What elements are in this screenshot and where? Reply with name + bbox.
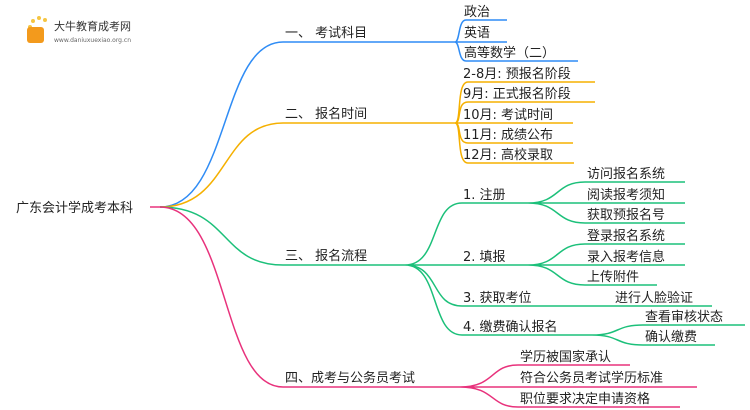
root-node: 广东会计学成考本科 [16,200,133,216]
branch-2-children-lines [454,81,595,164]
leaf: 阅读报考须知 [587,187,665,203]
branch-1-children-lines [454,19,578,62]
leaf: 2-8月: 预报名阶段 [463,66,571,82]
branch-2-line [159,122,455,208]
step-payment: 4. 缴费确认报名 [463,319,558,335]
leaf: 12月: 高校录取 [463,147,553,163]
fill-children-lines [527,243,685,286]
branch-3-children-lines [404,202,592,336]
leaf: 查看审核状态 [645,309,723,325]
branch-4-line [159,206,460,388]
leaf: 高等数学（二） [464,45,555,61]
leaf: 获取预报名号 [587,207,665,223]
step-register: 1. 注册 [463,188,506,203]
branch-registration-time: 二、 报名时间 [285,106,367,122]
leaf: 学历被国家承认 [520,349,611,365]
branch-exam-subjects: 一、 考试科目 [285,26,367,41]
leaf: 11月: 成绩公布 [463,128,553,143]
leaf: 进行人脸验证 [615,290,693,306]
leaf: 登录报名系统 [587,228,665,244]
logo: 大牛教育成考网 www.daniuxuexiao.org.cn [27,16,131,44]
book-icon [27,27,44,43]
branch-1-line [159,41,455,208]
leaf: 确认缴费 [645,330,697,345]
branch-3-line [159,206,405,266]
leaf: 职位要求决定申请资格 [520,391,650,407]
step-fill: 2. 填报 [463,250,506,265]
leaf: 符合公务员考试学历标准 [520,370,663,386]
branch-exam-civil-service: 四、成考与公务员考试 [285,370,415,386]
leaf: 录入报考信息 [587,249,665,265]
leaf: 英语 [464,26,490,41]
logo-name: 大牛教育成考网 [54,19,131,33]
branch-4-children-lines [459,364,697,408]
payment-children-lines [591,324,745,346]
leaf: 9月: 正式报名阶段 [463,86,571,102]
step-get-seat: 3. 获取考位 [463,291,532,306]
logo-url: www.daniuxuexiao.org.cn [54,37,131,44]
leaf: 政治 [464,5,490,20]
leaf: 上传附件 [587,270,639,285]
leaf: 10月: 考试时间 [463,108,553,123]
branch-registration-process: 三、 报名流程 [285,248,367,264]
register-children-lines [527,181,685,224]
leaf: 访问报名系统 [587,166,665,182]
